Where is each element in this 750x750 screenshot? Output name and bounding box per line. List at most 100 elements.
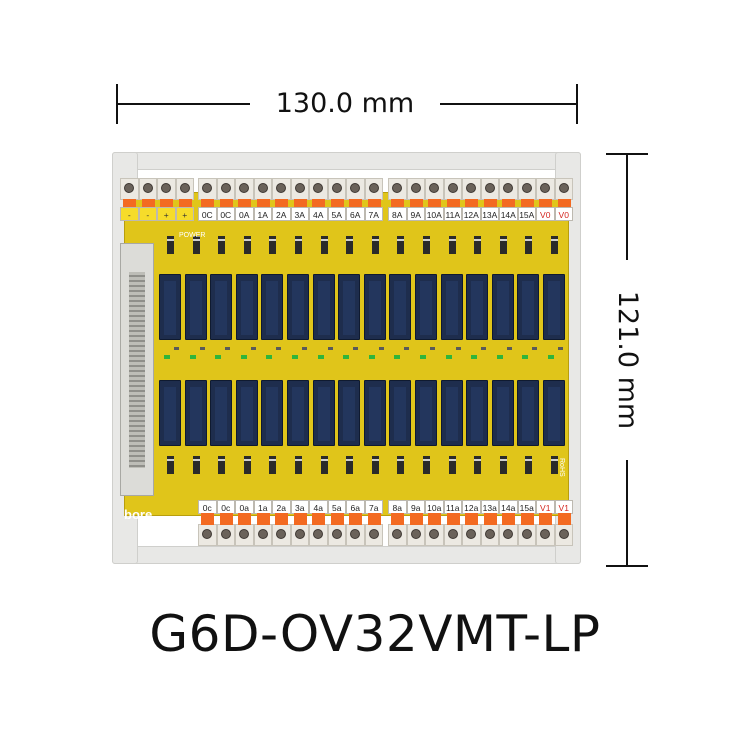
- diode: [295, 456, 302, 474]
- terminal-screw-hole: [313, 529, 324, 539]
- terminal-label: 10A: [425, 207, 444, 221]
- terminal-lever: [201, 513, 214, 525]
- relay: [440, 380, 463, 446]
- terminal-screw-hole: [202, 183, 213, 193]
- relay: [338, 380, 361, 446]
- width-dimension-tick-right: [576, 84, 578, 124]
- diode: [243, 456, 251, 474]
- terminal-screw-hole: [350, 529, 361, 539]
- terminal-screw-hole: [220, 529, 231, 539]
- terminal-label: 0C: [216, 207, 235, 221]
- terminal-screw-hole: [392, 529, 403, 539]
- relay: [261, 380, 284, 446]
- terminal-label: -: [120, 207, 139, 221]
- bottom-terminal: [216, 513, 235, 546]
- smd-resistor: [174, 347, 179, 350]
- power-silkscreen: POWER: [179, 232, 206, 239]
- status-led: [292, 355, 298, 359]
- smd-resistor: [327, 347, 333, 350]
- top-terminal: [138, 178, 157, 211]
- terminal-screw-hole: [392, 183, 403, 193]
- terminal-label: 2A: [272, 207, 291, 221]
- diode: [243, 236, 251, 254]
- terminal-label: 0C: [198, 207, 217, 221]
- top-terminal: [290, 178, 309, 211]
- terminal-lever: [349, 513, 362, 525]
- terminal-label: V0: [554, 207, 573, 221]
- top-terminal: [157, 178, 176, 211]
- terminal-screw-hole: [313, 183, 324, 193]
- smd-resistor: [532, 347, 538, 350]
- bottom-terminal: [554, 513, 573, 546]
- top-terminal: [499, 178, 518, 211]
- status-led: [266, 355, 273, 359]
- terminal-label: 2a: [272, 500, 291, 514]
- bottom-terminal: [253, 513, 272, 546]
- terminal-lever: [330, 513, 344, 525]
- diode: [269, 236, 277, 254]
- terminal-label: 9a: [406, 500, 425, 514]
- terminal-label: 4a: [309, 500, 328, 514]
- terminal-lever: [465, 513, 478, 525]
- terminal-label: 7A: [364, 207, 383, 221]
- terminal-lever: [256, 513, 270, 525]
- terminal-screw-hole: [294, 529, 305, 539]
- bottom-terminal: [517, 513, 536, 546]
- terminal-screw-hole: [503, 529, 514, 539]
- smd-resistor: [455, 347, 461, 350]
- smd-resistor: [225, 347, 231, 350]
- smd-resistor: [199, 347, 205, 350]
- diode: [448, 456, 456, 474]
- top-terminal: [327, 178, 346, 211]
- diode: [371, 456, 379, 474]
- terminal-label: +: [157, 207, 176, 221]
- terminal-screw-hole: [257, 529, 268, 539]
- bottom-terminal: [235, 513, 254, 546]
- diode: [167, 236, 174, 254]
- terminal-label: 5A: [327, 207, 346, 221]
- diode: [551, 456, 558, 474]
- bottom-terminal: [480, 513, 499, 546]
- terminal-screw-hole: [294, 183, 305, 193]
- diode: [218, 456, 226, 474]
- relay: [543, 274, 565, 340]
- terminal-screw-hole: [220, 183, 231, 193]
- terminal-lever: [312, 513, 325, 525]
- terminal-label: 11a: [443, 500, 462, 514]
- diode: [499, 456, 507, 474]
- terminal-label: 0A: [235, 207, 254, 221]
- bottom-terminal: [198, 513, 217, 546]
- terminal-screw-hole: [368, 183, 379, 193]
- terminal-screw-hole: [179, 183, 190, 193]
- terminal-screw-hole: [350, 183, 361, 193]
- terminal-label: 15A: [517, 207, 536, 221]
- diode: [269, 456, 277, 474]
- terminal-label: 11A: [443, 207, 462, 221]
- terminal-lever: [539, 513, 552, 525]
- bottom-terminal: [499, 513, 518, 546]
- top-terminal-block-supply: [120, 178, 194, 211]
- status-led: [548, 355, 554, 359]
- terminal-screw-hole: [521, 529, 532, 539]
- relay: [543, 380, 565, 446]
- diode: [346, 236, 354, 254]
- status-led: [394, 355, 401, 359]
- bottom-terminal-block-8-15: [388, 513, 573, 546]
- terminal-screw-hole: [161, 183, 172, 193]
- bottom-terminal: [462, 513, 481, 546]
- terminal-screw-hole: [410, 183, 421, 193]
- din-rail-bottom: [112, 546, 581, 564]
- terminal-label: 13A: [480, 207, 499, 221]
- bottom-terminal: [406, 513, 425, 546]
- terminal-screw-hole: [429, 183, 440, 193]
- relay: [287, 380, 309, 446]
- height-dimension-label: 121.0 mm: [605, 260, 649, 460]
- terminal-screw-hole: [466, 529, 477, 539]
- bottom-terminal: [327, 513, 346, 546]
- top-terminal: [253, 178, 272, 211]
- smd-resistor: [404, 347, 410, 350]
- product-model-title: G6D-OV32VMT-LP: [149, 605, 601, 663]
- terminal-lever: [293, 513, 307, 525]
- terminal-label: 15a: [517, 500, 536, 514]
